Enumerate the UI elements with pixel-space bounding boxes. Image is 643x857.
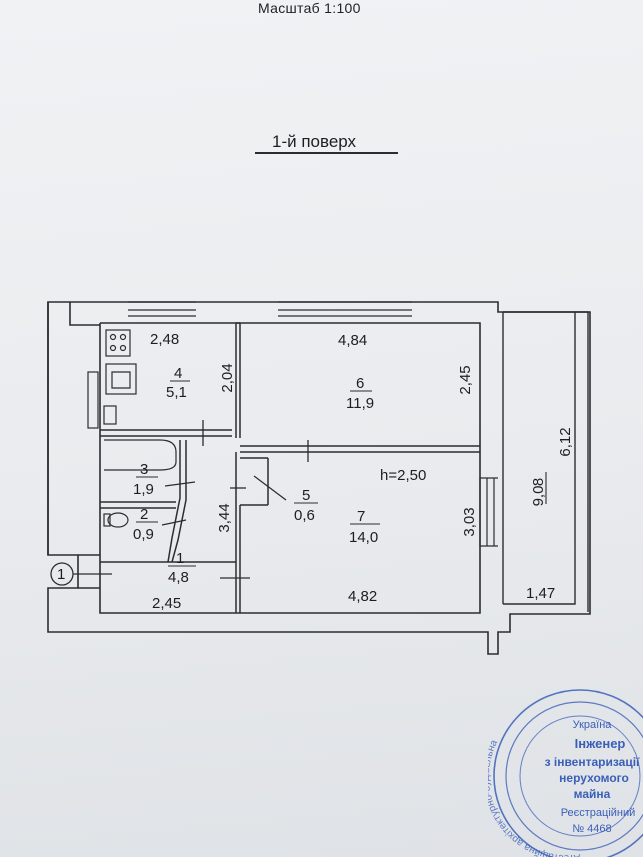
room-1-area: 4,8 bbox=[168, 569, 189, 586]
dim-balcony-length: 6,12 bbox=[557, 427, 574, 456]
seal-line-3: з інвентаризації bbox=[545, 755, 640, 769]
room-7-area: 14,0 bbox=[349, 529, 378, 546]
room-8-number: 8 bbox=[530, 478, 547, 486]
seal-line-4: нерухомого bbox=[559, 771, 629, 785]
outer-walls bbox=[47, 301, 591, 655]
room-4-number: 4 bbox=[174, 365, 182, 382]
meter-icon bbox=[103, 405, 117, 425]
dim-room7-depth: 3,03 bbox=[461, 507, 478, 536]
fraction-lines bbox=[136, 380, 547, 567]
fixtures bbox=[87, 329, 177, 528]
room-2-number: 2 bbox=[140, 506, 148, 523]
windows bbox=[128, 301, 498, 547]
room-2-area: 0,9 bbox=[133, 526, 154, 543]
dim-room4-depth: 2,04 bbox=[219, 363, 236, 392]
dim-room6-width: 4,84 bbox=[338, 332, 367, 349]
stove-icon bbox=[105, 329, 131, 357]
dim-hall-depth: 3,44 bbox=[216, 503, 233, 532]
seal-line-2: Інженер bbox=[575, 736, 626, 751]
seal-line-6: Реєстраційний bbox=[561, 807, 636, 819]
scale-caption: Масштаб 1:100 bbox=[258, 0, 361, 16]
entrance-marker-label: 1 bbox=[57, 566, 65, 583]
dim-balcony-width: 1,47 bbox=[526, 585, 555, 602]
toilet-icon bbox=[107, 512, 129, 528]
floor-title-underline bbox=[255, 152, 398, 154]
ceiling-height: h=2,50 bbox=[380, 467, 426, 484]
dim-room6-depth: 2,45 bbox=[457, 365, 474, 394]
room-5-number: 5 bbox=[302, 487, 310, 504]
seal-line-1: Україна bbox=[573, 719, 613, 731]
sink-icon bbox=[105, 363, 137, 395]
balcony-outline bbox=[502, 311, 589, 612]
inventory-engineer-seal: Атестаційна архітектурно-будівельна Укра… bbox=[488, 689, 643, 857]
radiator-icon bbox=[87, 371, 99, 429]
room-3-area: 1,9 bbox=[133, 481, 154, 498]
floor-title: 1-й поверх bbox=[272, 132, 357, 151]
room-8-area: 9,0 bbox=[530, 486, 547, 507]
door-ticks bbox=[161, 420, 309, 579]
seal-line-5: майна bbox=[574, 787, 611, 801]
room-6-number: 6 bbox=[356, 375, 364, 392]
room-3-number: 3 bbox=[140, 461, 148, 478]
dim-room7-width: 4,82 bbox=[348, 588, 377, 605]
room-4-area: 5,1 bbox=[166, 384, 187, 401]
room-1-number: 1 bbox=[176, 550, 184, 567]
room-7-number: 7 bbox=[357, 508, 365, 525]
dim-room1-width: 2,45 bbox=[152, 595, 181, 612]
room-5-area: 0,6 bbox=[294, 507, 315, 524]
interior-walls bbox=[100, 322, 480, 613]
dim-room4-width: 2,48 bbox=[150, 331, 179, 348]
bathtub-icon bbox=[104, 439, 177, 471]
seal-line-7: № 4468 bbox=[572, 823, 611, 835]
room-6-area: 11,9 bbox=[346, 395, 374, 412]
